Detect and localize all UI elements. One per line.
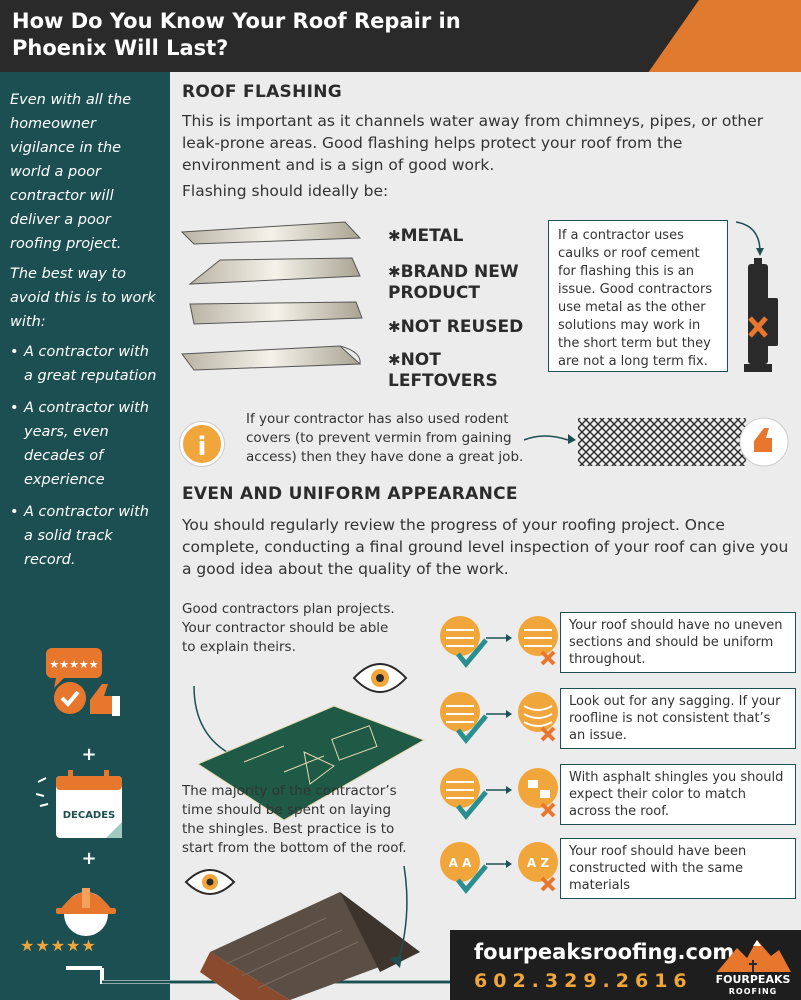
website-link[interactable]: fourpeaksroofing.com <box>474 940 735 964</box>
logo-line1: FOURPEAKS <box>715 973 791 986</box>
flashing-lead: Flashing should ideally be: <box>182 182 389 200</box>
company-logo: FOURPEAKS ROOFING <box>713 932 793 998</box>
sidebar: Even with all the homeowner vigilance in… <box>0 72 458 1000</box>
rating-stars: ★★★★★ <box>20 936 97 955</box>
plan-note: Good contractors plan projects. Your con… <box>182 601 395 655</box>
arrow-icon <box>390 865 408 968</box>
check-text: Look out for any sagging. If your roofli… <box>560 688 796 749</box>
compare-icon <box>440 768 558 820</box>
appearance-description: You should regularly review the progress… <box>182 516 789 578</box>
shingle-note: The majority of the contractor’s time sh… <box>182 783 407 856</box>
list-item: A contractor with a solid track record. <box>10 500 162 572</box>
compare-icon <box>440 616 558 668</box>
reputation-icon: ★★★★★ <box>46 648 120 716</box>
header-banner: How Do You Know Your Roof Repair in Phoe… <box>0 0 801 72</box>
main-content: ROOF FLASHING This is important as it ch… <box>170 72 801 1000</box>
asterisk-icon: ✱ <box>388 263 401 281</box>
header-stripe <box>635 0 801 72</box>
flashing-title: ROOF FLASHING <box>182 82 343 102</box>
contractor-icon <box>56 888 116 936</box>
asterisk-icon: ✱ <box>388 227 401 245</box>
requirement-brand-new: ✱BRAND NEW PRODUCT <box>388 262 519 303</box>
rodent-note: If your contractor has also used rodent … <box>246 411 524 465</box>
roof-plan-icon <box>193 685 426 821</box>
asterisk-icon: ✱ <box>388 351 401 369</box>
caulk-callout: If a contractor uses caulks or roof ceme… <box>548 220 728 372</box>
flashing-description: This is important as it channels water a… <box>182 112 764 174</box>
plus-icon: + <box>81 848 97 869</box>
mountain-logo-icon <box>717 940 791 972</box>
check-row-sagging: Look out for any sagging. If your roofli… <box>438 688 796 749</box>
requirement-not-leftovers: ✱NOT LEFTOVERS <box>388 350 498 391</box>
arrow-icon <box>523 434 576 444</box>
eye-icon <box>352 663 408 693</box>
rodent-mesh-icon <box>578 417 789 467</box>
material-label: A A <box>449 856 472 870</box>
check-text: Your roof should have been constructed w… <box>560 838 796 899</box>
plus-icon: + <box>81 744 97 765</box>
check-text: With asphalt shingles you should expect … <box>560 764 796 825</box>
sidebar-text: Even with all the homeowner vigilance in… <box>10 88 162 580</box>
check-row-uniform: Your roof should have no uneven sections… <box>438 612 796 673</box>
calendar-icon <box>36 770 122 838</box>
compare-icon: A A A Z <box>440 842 558 894</box>
info-icon: i <box>180 422 224 466</box>
compare-icon <box>440 692 558 744</box>
logo-line2: ROOFING <box>728 987 778 996</box>
sidebar-bullets: A contractor with a great reputation A c… <box>10 340 162 572</box>
requirement-metal: ✱METAL <box>388 226 464 246</box>
check-row-materials: A A A Z Your roof should have been const… <box>438 838 796 899</box>
list-item: A contractor with a great reputation <box>10 340 162 388</box>
eye-icon <box>184 869 236 895</box>
list-item: A contractor with years, even decades of… <box>10 396 162 492</box>
asterisk-icon: ✱ <box>388 318 401 336</box>
material-label: A Z <box>527 856 549 870</box>
caulk-gun-icon <box>735 221 778 372</box>
phone-number[interactable]: 602.329.2616 <box>474 970 693 992</box>
flashing-samples-icon <box>180 221 363 371</box>
page-title: How Do You Know Your Roof Repair in Phoe… <box>12 9 461 60</box>
appearance-title: EVEN AND UNIFORM APPEARANCE <box>182 484 518 504</box>
sidebar-lead: The best way to avoid this is to work wi… <box>10 266 156 330</box>
sidebar-intro: Even with all the homeowner vigilance in… <box>10 92 132 252</box>
check-row-color: With asphalt shingles you should expect … <box>438 764 796 825</box>
requirement-not-reused: ✱NOT REUSED <box>388 317 524 337</box>
check-text: Your roof should have no uneven sections… <box>560 612 796 673</box>
calendar-label: DECADES <box>62 810 116 821</box>
review-stars: ★★★★★ <box>49 658 98 671</box>
footer-contact: fourpeaksroofing.com 602.329.2616 FOURPE… <box>450 930 801 1000</box>
